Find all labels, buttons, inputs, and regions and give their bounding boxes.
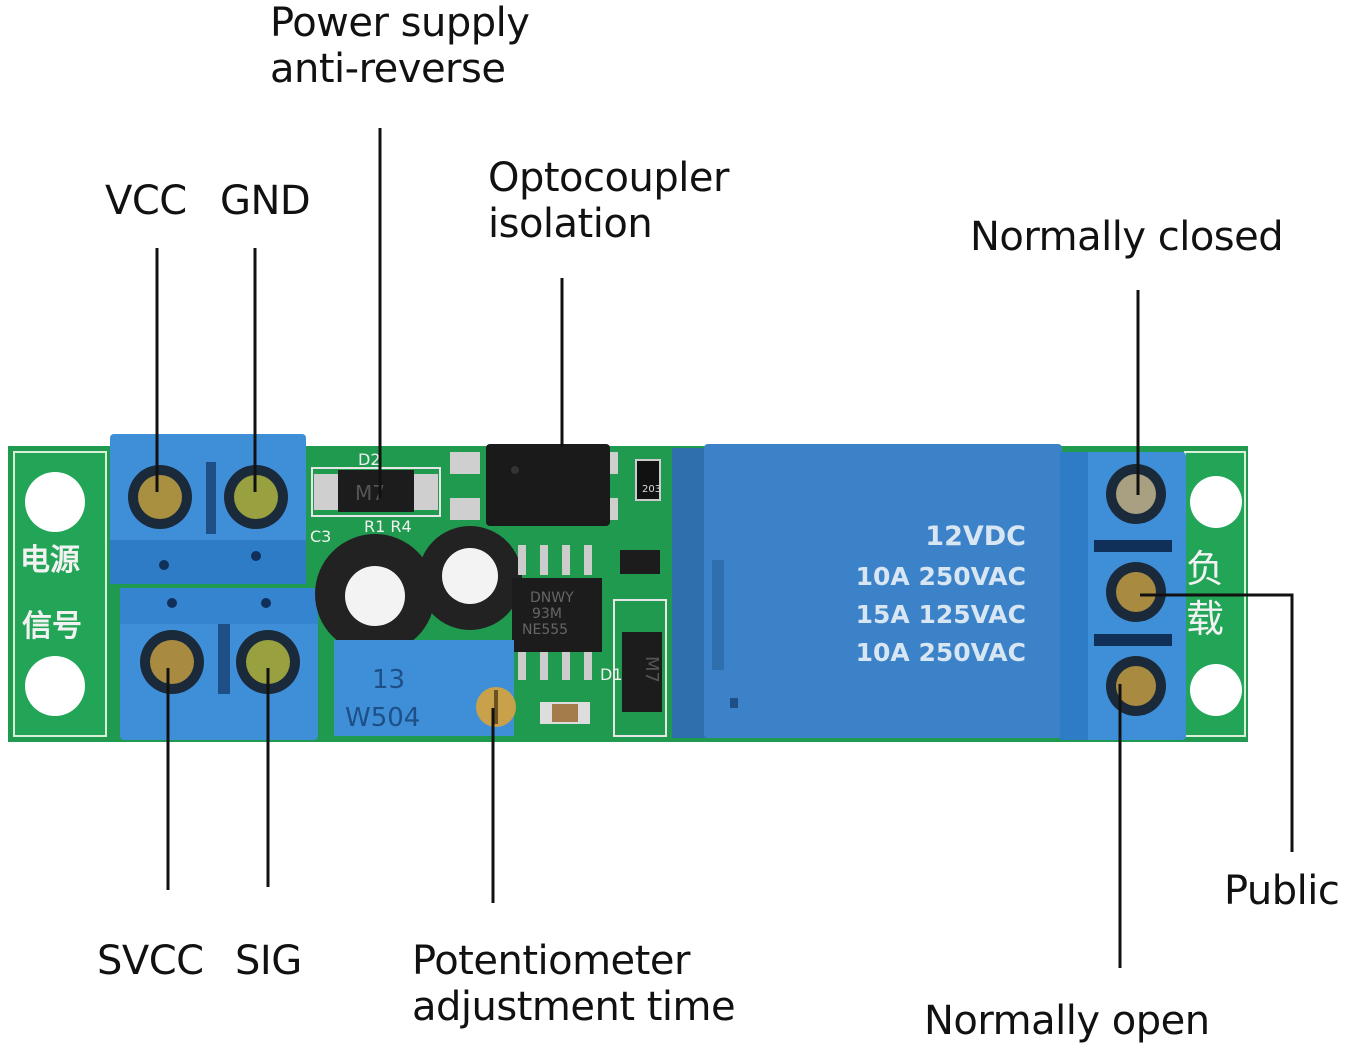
callout-line: Potentiometer — [412, 938, 690, 984]
relay: 12VDC 10A 250VAC 15A 125VAC 10A 250VAC — [672, 444, 1062, 738]
ne555-chip: NE555 93M DNWY — [512, 545, 602, 680]
callout-public: Public — [1224, 868, 1340, 914]
d2-label: D2 — [358, 450, 381, 469]
signal-terminal-block — [120, 588, 318, 740]
silk-power: 电源 — [20, 543, 80, 578]
silk-load-2: 载 — [1186, 597, 1224, 641]
callout-line: adjustment time — [412, 984, 736, 1030]
callout-line: Power supply — [270, 0, 530, 46]
relay-rating-3: 10A 250VAC — [856, 638, 1026, 667]
leader-public — [1140, 593, 1294, 852]
d1-label: D1 — [600, 665, 623, 684]
c3-label: C3 — [310, 527, 331, 546]
load-terminal-block — [1060, 452, 1186, 740]
r1r4-label: R1 R4 — [364, 517, 412, 536]
mount-hole — [25, 472, 85, 532]
callout-sig: SIG — [235, 938, 302, 984]
mount-hole — [1190, 476, 1242, 528]
silk-load-1: 负 — [1186, 547, 1224, 591]
transistor — [620, 550, 660, 574]
capacitor — [418, 526, 522, 630]
callout-optocoupler: Optocoupler isolation — [488, 155, 729, 247]
relay-rating-1: 10A 250VAC — [856, 562, 1026, 591]
potentiometer: 13 W504 — [334, 640, 516, 736]
relay-coil: 12VDC — [925, 521, 1026, 552]
optocoupler — [450, 444, 618, 526]
callout-svcc: SVCC — [97, 938, 204, 984]
mount-hole — [1190, 664, 1242, 716]
callout-normally-open: Normally open — [924, 998, 1210, 1044]
capacitor — [315, 534, 435, 654]
pot-number: 13 — [372, 665, 405, 695]
power-terminal-block — [110, 434, 306, 584]
pot-value: W504 — [345, 703, 420, 733]
resistor-203: 203 — [635, 459, 661, 501]
mount-hole — [25, 656, 85, 716]
callout-gnd: GND — [220, 178, 311, 224]
relay-rating-2: 15A 125VAC — [856, 600, 1026, 629]
callout-line: anti-reverse — [270, 46, 506, 92]
callout-potentiometer: Potentiometer adjustment time — [412, 938, 736, 1030]
ic-batch: 93M — [532, 606, 562, 622]
callout-vcc: VCC — [105, 178, 187, 224]
ic-part: NE555 — [522, 622, 568, 638]
diode-d1: M7 D1 — [600, 599, 667, 737]
smd-component — [552, 704, 578, 722]
d1-mark: M7 — [641, 656, 662, 683]
callout-line: Optocoupler — [488, 155, 729, 201]
callout-normally-closed: Normally closed — [970, 214, 1284, 260]
ic-code: DNWY — [530, 590, 574, 606]
callout-power-antireverse: Power supply anti-reverse — [270, 0, 530, 92]
silk-signal: 信号 — [22, 609, 82, 644]
resistor-code: 203 — [642, 484, 661, 495]
callout-line: isolation — [488, 201, 653, 247]
